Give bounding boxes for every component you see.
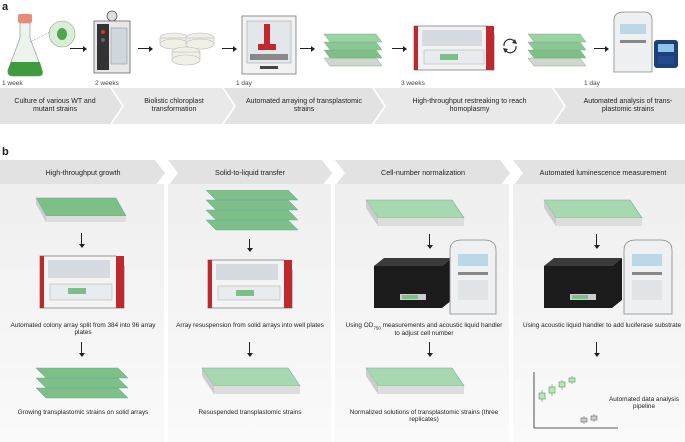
arrow-b2-2 [246,342,253,357]
arrow-a5 [392,45,407,52]
duration-5: 1 day [584,80,600,87]
arraying-robot-icon [241,15,297,75]
plate-stack-icon-b2 [205,190,299,231]
arrow-a4 [300,45,315,52]
arrow-b1-1 [78,233,85,248]
caption-growing-arrays: Growing transplastomic strains on solid … [17,409,149,416]
arrow-a6 [594,45,609,52]
column-header-transfer: Solid-to-liquid transfer [215,167,285,177]
panel-a-letter: a [2,1,9,13]
panel-b-header-band [0,160,685,186]
caption-resuspended: Resuspended transplastomic strains [198,409,302,416]
caption-od-sub: 750 [373,325,381,331]
well-plate-icon-b4 [543,199,643,226]
plate-stack-icon-2 [527,33,587,67]
duration-4: 3 weeks [401,80,425,87]
column-bg-1 [0,184,164,442]
caption-od-post: measurements and acoustic liquid handler… [380,322,503,338]
duration-2: 2 weeks [95,80,119,87]
well-plate-icon-b3 [365,199,465,226]
arrow-b3-2 [426,342,433,357]
plate-reader-icon-b4 [623,239,673,315]
step-arraying: Automated arraying of transplastomic str… [246,97,362,113]
panel-a-chevron-band [0,88,685,124]
plate-reader-icon [613,11,678,73]
single-array-plate-icon [35,197,127,222]
caption-array-resuspension: Array resuspension from solid arrays int… [176,322,324,329]
duration-3: 1 day [236,80,252,87]
arrow-b4-1 [593,234,600,249]
plate-stack-icon-b1 [35,367,129,399]
rotor-robot-icon [413,25,495,71]
panel-b-letter: b [2,146,9,158]
well-plate-icon-b2 [201,367,301,394]
rotor-robot-icon-b2 [207,259,293,309]
caption-colony-split: Automated colony array split from 384 in… [10,322,156,337]
arrow-a1 [70,45,87,52]
caption-normalized: Normalized solutions of transplastomic s… [349,409,499,424]
arrow-b2-1 [246,239,253,252]
caption-od-pre: Using OD [345,322,374,329]
agar-plates-icon [159,32,215,66]
well-plate-icon-b3-2 [365,367,465,394]
column-header-growth: High-throughput growth [45,167,121,177]
column-header-normalization: Cell-number normalization [381,167,465,177]
column-header-luminescence: Automated luminescence measurement [539,167,667,177]
box-plot-icon [533,372,618,429]
acoustic-handler-icon-b4 [544,258,622,308]
arrow-a2 [138,45,153,52]
arrow-a3 [222,45,237,52]
rotor-robot-icon-b1 [39,255,125,309]
arrow-b3-1 [426,234,433,249]
cycle-icon [503,38,517,54]
caption-luciferase: Using acoustic liquid handler to add luc… [522,322,682,329]
caption-data-analysis: Automated data analysis pipeline [609,396,679,411]
duration-1: 1 week [2,80,23,87]
caption-od-measurement: Using OD750 measurements and acoustic li… [344,322,504,338]
flask-icon [7,14,76,77]
plate-stack-icon [323,33,383,67]
step-analysis: Automated analysis of trans- plastomic s… [583,97,673,113]
step-biolistic: Biolistic chloroplast transformation [144,97,204,113]
arrow-b1-2 [78,342,85,357]
plate-reader-icon-b3 [449,239,497,315]
step-culture: Culture of various WT and mutant strains [14,97,96,113]
acoustic-handler-icon [374,258,452,308]
arrow-b4-2 [593,342,600,357]
step-restreaking: High-throughput restreaking to reach hom… [412,97,527,113]
gene-gun-icon [93,10,131,74]
